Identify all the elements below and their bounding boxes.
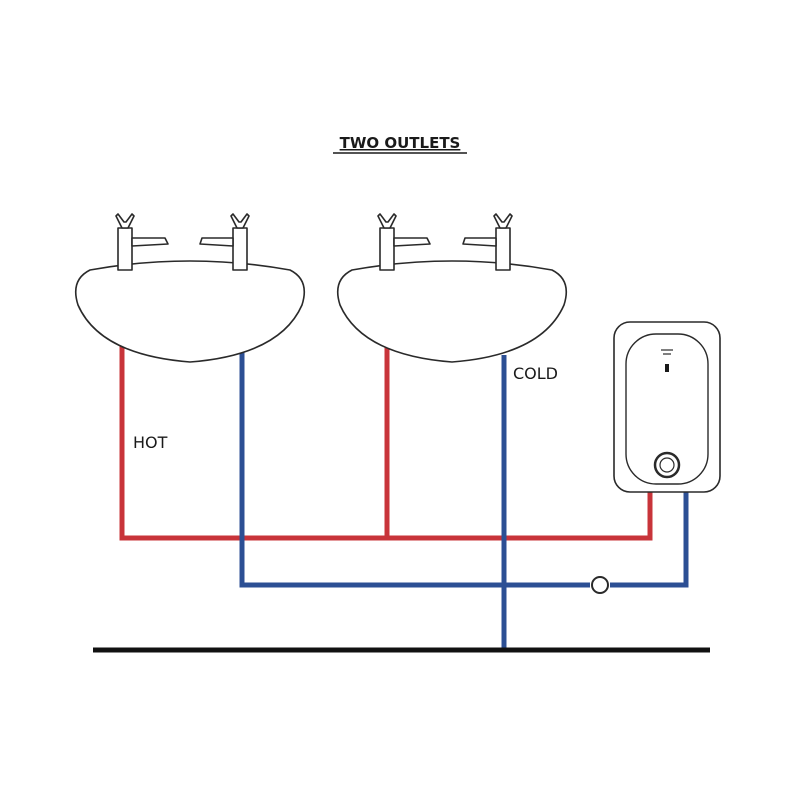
cold-pipe-heater-feed <box>610 492 689 588</box>
basin-2-bowl <box>336 260 568 363</box>
cold-label: COLD <box>513 364 558 383</box>
hot-pipe-network <box>119 340 653 541</box>
basin-2-tap-right-icon <box>462 213 513 271</box>
water-heater-panel <box>625 333 709 485</box>
basin-1 <box>74 213 306 363</box>
hot-label: HOT <box>133 433 168 452</box>
basin-1-bowl <box>74 260 306 363</box>
water-heater <box>613 321 721 493</box>
basin-1-tap-left-icon <box>115 213 169 271</box>
diagram-title: TWO OUTLETS <box>340 134 461 152</box>
cold-pipe-network <box>239 350 689 648</box>
basin-2 <box>336 213 568 363</box>
heater-dial-inner <box>659 457 675 473</box>
valve-icon <box>591 576 609 594</box>
water-heater-body <box>613 321 721 493</box>
basin-1-tap-right-icon <box>199 213 250 271</box>
heater-dial-icon <box>653 451 681 479</box>
heater-indicator-icon <box>665 364 669 372</box>
cold-pipe-main <box>239 350 590 588</box>
basin-2-tap-left-icon <box>377 213 431 271</box>
